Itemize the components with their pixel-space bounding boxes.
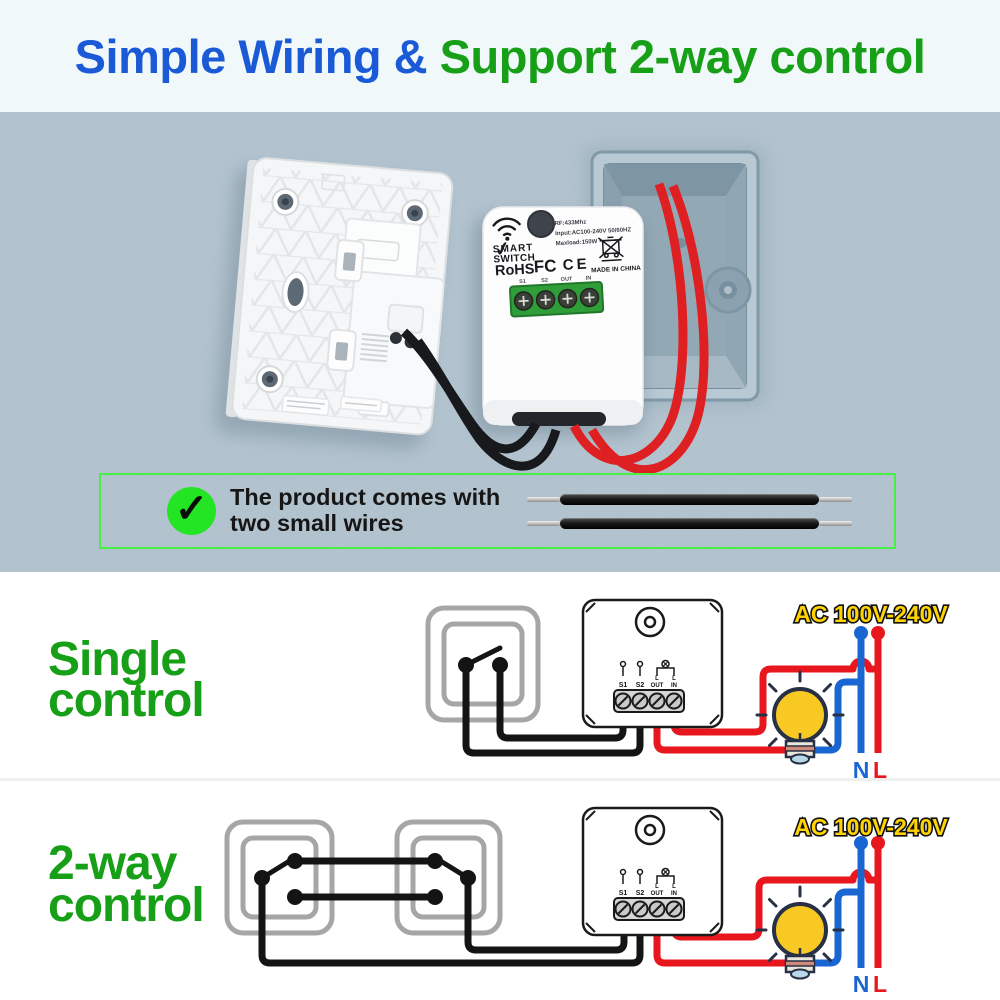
ac-supply-label: AC 100V-240V xyxy=(794,601,948,627)
left-common-wire xyxy=(258,878,644,967)
title-part-blue: Simple Wiring & xyxy=(74,29,440,83)
wire-core xyxy=(560,518,819,529)
plate-stamp xyxy=(321,173,346,192)
smart-switch-module: SMART SWITCH ✓ RoHS FC CE RF: xyxy=(482,206,644,426)
spare-wire xyxy=(527,494,852,505)
brand-line1: SMART xyxy=(493,242,534,255)
wire-tip xyxy=(527,521,560,526)
installation-photo: SMART SWITCH ✓ RoHS FC CE RF: xyxy=(0,112,1000,572)
svg-text:OUT: OUT xyxy=(561,276,574,283)
smart-module-icon xyxy=(581,806,724,937)
lout-wire-2way xyxy=(653,916,787,967)
terminal-block-photo xyxy=(509,281,605,318)
input-spec: Input:AC100-240V 50/60HZ xyxy=(555,227,632,237)
ce-logo: CE xyxy=(562,255,590,273)
antenna-knob xyxy=(527,210,555,238)
right-spdt-switch-symbol xyxy=(427,853,476,905)
single-switch-icon xyxy=(425,605,541,723)
spare-wire xyxy=(527,518,852,529)
rohs-check-icon: ✓ xyxy=(493,238,513,262)
two-way-left-switch-icon xyxy=(224,819,335,936)
live-label: L xyxy=(873,757,887,783)
svg-text:S2: S2 xyxy=(541,278,548,284)
weee-bin-icon xyxy=(597,236,624,262)
mains-lines xyxy=(854,626,885,753)
plate-center-hole xyxy=(281,271,310,314)
neutral-label: N xyxy=(853,757,870,783)
section-divider xyxy=(0,778,1000,781)
neutral-label-2way: N xyxy=(853,971,870,997)
wall-switch-plate xyxy=(225,157,454,436)
fcc-logo: FC xyxy=(533,256,557,276)
wire-core xyxy=(560,494,819,505)
black-wires-photo xyxy=(400,328,561,471)
callout-box: ✓ The product comes with two small wires xyxy=(99,473,896,549)
two-way-heading-line1: 2-way xyxy=(48,837,178,890)
svg-text:IN: IN xyxy=(586,275,592,281)
mains-lines-2way xyxy=(854,836,885,968)
neutral-wire-to-bulb-2way xyxy=(813,888,861,967)
title-part-green: Support 2-way control xyxy=(439,29,926,83)
smart-module-icon xyxy=(581,598,724,729)
vent-slots xyxy=(359,333,390,363)
wire-tip xyxy=(819,497,852,502)
two-way-right-switch-icon xyxy=(394,819,503,936)
red-wires-photo xyxy=(569,182,709,475)
spst-switch-symbol xyxy=(458,645,508,673)
maxload-spec: Maxload:150W xyxy=(556,239,598,247)
rohs-label: RoHS xyxy=(495,261,536,279)
two-way-heading-line2: control xyxy=(48,879,204,932)
single-heading-line1: Single xyxy=(48,633,186,686)
ac-supply-label-2way: AC 100V-240V xyxy=(794,814,948,840)
origin-label: MADE IN CHINA xyxy=(591,265,641,275)
wifi-icon xyxy=(492,217,521,237)
photo-illustration: SMART SWITCH ✓ RoHS FC CE RF: xyxy=(0,112,1000,572)
wire-tip xyxy=(527,497,560,502)
diagram-canvas: S1 S2 L OUT L IN xyxy=(0,598,1000,997)
check-icon: ✓ xyxy=(167,487,216,535)
svg-text:S1: S1 xyxy=(519,279,526,285)
included-wires xyxy=(527,475,857,547)
module-markings: SMART SWITCH ✓ RoHS FC CE RF: xyxy=(492,217,641,318)
live-label-2way: L xyxy=(873,971,887,997)
rf-spec: RF:433Mhz xyxy=(554,220,586,228)
photo-terminal-labels: S1 S2 OUT IN xyxy=(519,275,591,285)
callout-text: The product comes with two small wires xyxy=(230,484,501,537)
brand-line2: SWITCH xyxy=(493,252,535,265)
left-spdt-switch-symbol xyxy=(254,853,303,905)
switch-wire-s2 xyxy=(462,665,644,757)
callout-line1: The product comes with xyxy=(230,484,501,511)
wire-tip xyxy=(819,521,852,526)
wiring-diagrams: S1 S2 L OUT L IN xyxy=(0,572,1000,1000)
lout-wire xyxy=(653,708,787,754)
switch-wire-s1 xyxy=(496,665,627,742)
wire-clamp xyxy=(386,303,425,334)
page-title: Simple Wiring & Support 2-way control xyxy=(0,0,1000,112)
callout-line2: two small wires xyxy=(230,510,404,536)
two-way-control-diagram: 2-way control xyxy=(48,806,950,997)
single-heading-line2: control xyxy=(48,674,204,727)
switch-mechanism xyxy=(326,217,445,418)
plate-labels xyxy=(281,394,383,416)
right-common-wire xyxy=(464,878,628,954)
wire-exit-slot xyxy=(512,412,606,426)
single-control-diagram: Single control xyxy=(48,598,950,783)
